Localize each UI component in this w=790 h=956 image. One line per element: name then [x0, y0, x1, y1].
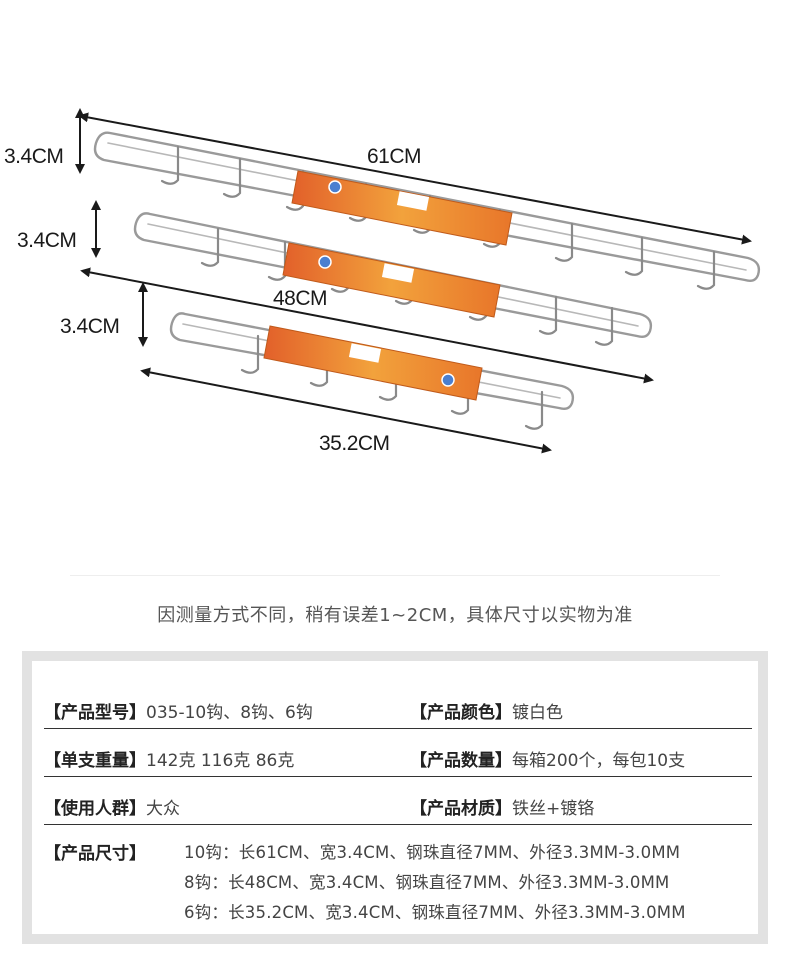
qty-label: 【产品数量】 — [410, 751, 512, 771]
dim-height-label-2: 3.4CM — [17, 229, 77, 252]
arrow-length-35 — [140, 367, 552, 454]
size-line-10: 10钩：长61CM、宽3.4CM、钢珠直径7MM、外径3.3MM-3.0MM — [184, 843, 681, 862]
weight-label: 【单支重量】 — [44, 751, 146, 771]
size-line-8: 8钩：长48CM、宽3.4CM、钢珠直径7MM、外径3.3MM-3.0MM — [184, 873, 670, 892]
spec-row-size: 【产品尺寸】 10钩：长61CM、宽3.4CM、钢珠直径7MM、外径3.3MM-… — [44, 839, 752, 929]
material-label: 【产品材质】 — [410, 799, 512, 819]
size-line-6: 6钩：长35.2CM、宽3.4CM、钢珠直径7MM、外径3.3MM-3.0MM — [184, 903, 686, 922]
model-label: 【产品型号】 — [44, 703, 146, 723]
row-divider — [44, 728, 752, 729]
rack-10-label — [291, 170, 513, 246]
dim-height-label-1: 3.4CM — [4, 145, 64, 168]
divider — [70, 575, 720, 576]
product-image: 3.4CM 61CM 3.4CM 48CM 3.4CM 35.2CM — [4, 108, 761, 455]
dim-length-label-48: 48CM — [273, 287, 328, 310]
hook-racks-illustration — [75, 108, 761, 454]
users-value: 大众 — [146, 799, 180, 819]
measurement-note: 因测量方式不同，稍有误差1~2CM，具体尺寸以实物为准 — [157, 605, 633, 626]
specs-panel: 【产品型号】035-10钩、8钩、6钩 【产品颜色】镀白色 【单支重量】142克… — [22, 651, 768, 944]
dim-length-label-35: 35.2CM — [319, 432, 390, 455]
arrow-length-48 — [80, 267, 654, 384]
rack-6-label — [263, 325, 483, 401]
material-value: 铁丝+镀铬 — [512, 799, 595, 819]
specs-table: 【产品型号】035-10钩、8钩、6钩 【产品颜色】镀白色 【单支重量】142克… — [32, 661, 758, 934]
model-value: 035-10钩、8钩、6钩 — [146, 703, 313, 723]
row-divider — [44, 824, 752, 825]
dim-height-label-3: 3.4CM — [60, 315, 120, 338]
qty-value: 每箱200个，每包10支 — [512, 751, 686, 771]
users-label: 【使用人群】 — [44, 799, 146, 819]
color-label: 【产品颜色】 — [410, 703, 512, 723]
weight-value: 142克 116克 86克 — [146, 751, 295, 771]
arrow-length-61 — [78, 112, 752, 245]
size-label: 【产品尺寸】 — [44, 844, 146, 864]
dim-length-label-61: 61CM — [367, 145, 422, 168]
row-divider — [44, 776, 752, 777]
color-value: 镀白色 — [512, 703, 563, 723]
